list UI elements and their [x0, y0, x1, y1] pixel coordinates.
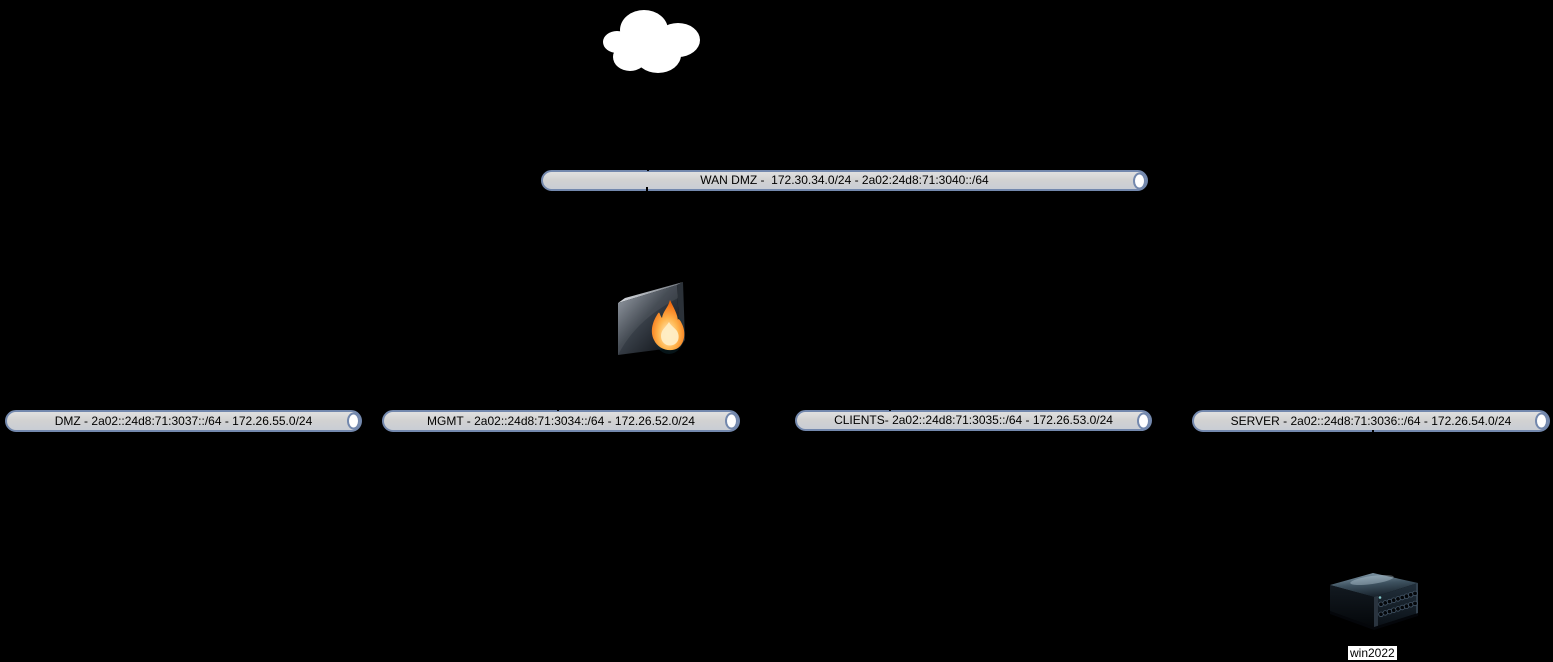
segment-endcap	[1133, 172, 1146, 189]
server-node-win2022[interactable]	[1328, 571, 1420, 631]
firewall-flame-icon	[618, 282, 685, 355]
network-segment-label: DMZ - 2a02::24d8:71:3037::/64 - 172.26.5…	[54, 413, 313, 428]
cloud-node[interactable]	[600, 4, 712, 78]
segment-endcap	[1137, 412, 1150, 429]
segment-endcap	[347, 412, 360, 430]
link-stub	[1372, 430, 1374, 435]
network-segment-wan-dmz[interactable]: WAN DMZ - 172.30.34.0/24 - 2a02:24d8:71:…	[541, 170, 1148, 191]
network-segment-label: CLIENTS- 2a02::24d8:71:3035::/64 - 172.2…	[834, 413, 1113, 427]
link-stub	[557, 406, 559, 411]
node-label-win2022: win2022	[1348, 646, 1397, 660]
network-segment-label: MGMT - 2a02::24d8:71:3034::/64 - 172.26.…	[427, 413, 695, 428]
segment-endcap	[1535, 412, 1548, 430]
rack-server-icon	[1330, 573, 1418, 630]
firewall-node[interactable]	[612, 278, 690, 360]
network-segment-dmz[interactable]: DMZ - 2a02::24d8:71:3037::/64 - 172.26.5…	[5, 410, 362, 432]
cloud-icon	[603, 10, 700, 73]
link-stub	[889, 406, 891, 411]
link-stub	[628, 166, 630, 170]
network-segment-server[interactable]: SERVER - 2a02::24d8:71:3036::/64 - 172.2…	[1192, 410, 1550, 432]
link-stub	[647, 167, 649, 171]
network-segment-label: WAN DMZ - 172.30.34.0/24 - 2a02:24d8:71:…	[700, 173, 989, 187]
segment-endcap	[725, 412, 738, 430]
network-segment-mgmt[interactable]: MGMT - 2a02::24d8:71:3034::/64 - 172.26.…	[382, 410, 740, 432]
network-segment-clients[interactable]: CLIENTS- 2a02::24d8:71:3035::/64 - 172.2…	[795, 410, 1152, 431]
link-stub	[646, 187, 648, 191]
network-segment-label: SERVER - 2a02::24d8:71:3036::/64 - 172.2…	[1230, 413, 1512, 428]
